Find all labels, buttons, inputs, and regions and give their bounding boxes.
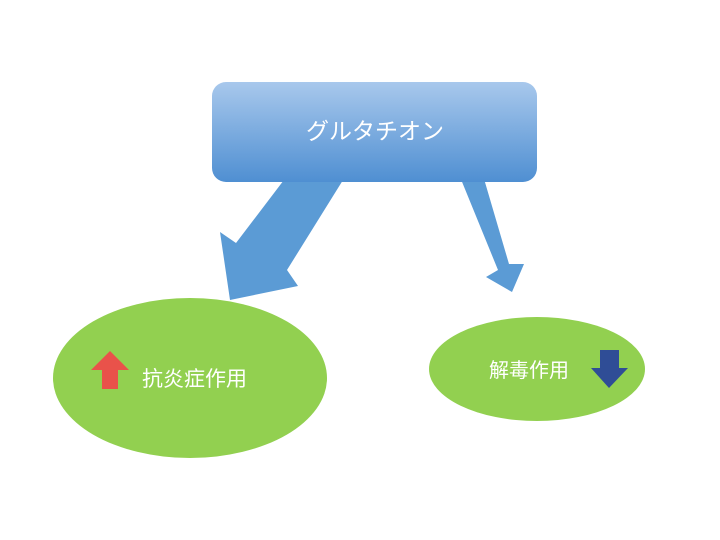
detox-node: 解毒作用 <box>429 317 645 421</box>
anti-inflammatory-node: 抗炎症作用 <box>53 298 327 458</box>
down-arrow-icon <box>591 350 628 388</box>
detox-label: 解毒作用 <box>489 358 569 382</box>
connector-arrow-to-anti-inflammatory <box>220 172 348 300</box>
anti-inflammatory-ellipse <box>53 298 327 458</box>
detox-ellipse <box>429 317 645 421</box>
glutathione-label: グルタチオン <box>306 119 444 145</box>
glutathione-box <box>212 82 537 182</box>
up-arrow-icon <box>91 351 129 389</box>
connector-arrow-to-detox <box>458 172 524 292</box>
glutathione-node: グルタチオン <box>212 82 537 182</box>
anti-inflammatory-label: 抗炎症作用 <box>142 367 247 391</box>
